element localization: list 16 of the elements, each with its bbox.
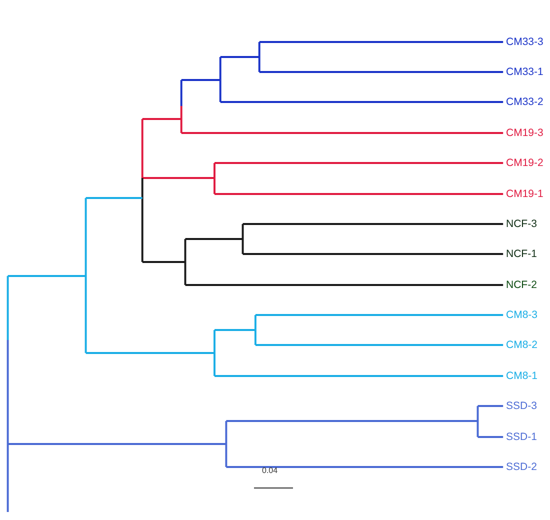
leaf-label: NCF-1 [506,247,537,261]
leaf-label: CM8-1 [506,369,538,383]
leaf-label: CM8-3 [506,308,538,322]
leaf-label: NCF-2 [506,278,537,292]
leaf-label: CM19-3 [506,126,544,140]
scale-label: 0.04 [262,466,278,476]
leaf-label: CM19-2 [506,156,544,170]
leaf-label: SSD-1 [506,430,537,444]
leaf-label: SSD-3 [506,399,537,413]
leaf-label: CM19-1 [506,187,544,201]
leaf-label: SSD-2 [506,460,537,474]
leaf-label: CM8-2 [506,338,538,352]
leaf-label: CM33-3 [506,35,544,49]
leaf-label: CM33-1 [506,65,544,79]
leaf-label: NCF-3 [506,217,537,231]
leaf-label: CM33-2 [506,95,544,109]
